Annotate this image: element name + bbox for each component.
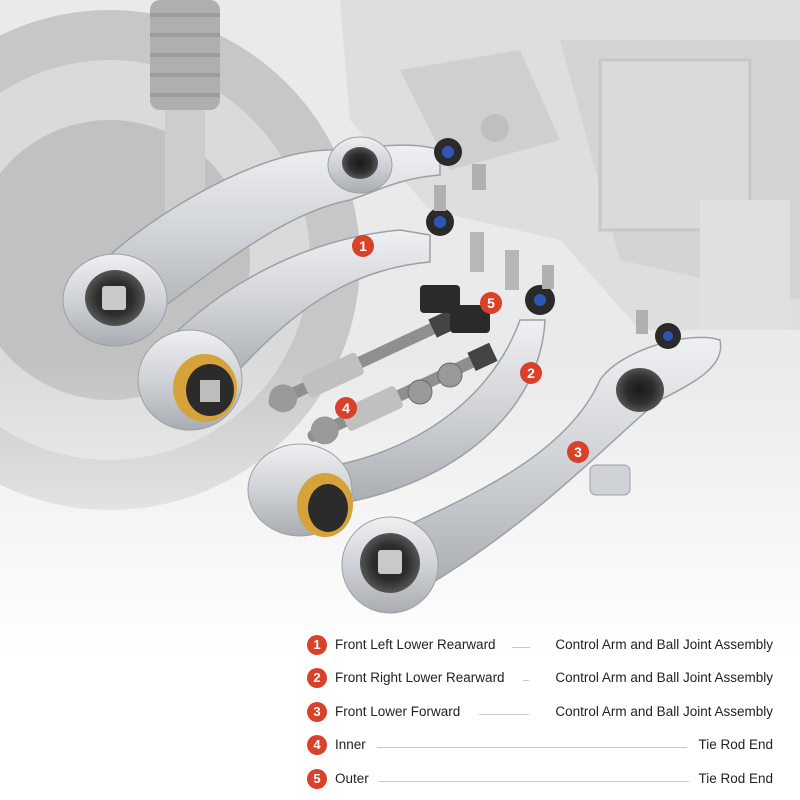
- legend-number-badge: 3: [307, 702, 327, 722]
- leader-line: [512, 647, 530, 648]
- control-arm-3: [341, 310, 722, 614]
- legend-part-label: Tie Rod End: [698, 737, 773, 752]
- control-arm-2: [247, 265, 555, 537]
- control-arm-1-lower: [137, 185, 454, 431]
- legend-number-badge: 1: [307, 635, 327, 655]
- parts-legend: 1 Front Left Lower Rearward Control Arm …: [0, 630, 800, 800]
- callout-badge-4: 4: [335, 397, 357, 419]
- control-arm-1: [62, 136, 486, 347]
- callout-badge-5: 5: [480, 292, 502, 314]
- callout-badge-3: 3: [567, 441, 589, 463]
- product-photo: [0, 0, 800, 660]
- callout-badge-2: 2: [520, 362, 542, 384]
- legend-row: 4 Inner Tie Rod End: [307, 735, 773, 759]
- legend-position-label: Front Left Lower Rearward: [335, 637, 496, 652]
- leader-line: [523, 680, 529, 681]
- legend-row: 1 Front Left Lower Rearward Control Arm …: [307, 635, 773, 659]
- callout-badge-1: 1: [352, 235, 374, 257]
- legend-part-label: Control Arm and Ball Joint Assembly: [555, 704, 773, 719]
- tie-rod-ends: [268, 232, 519, 445]
- legend-position-label: Outer: [335, 771, 369, 786]
- legend-number-badge: 5: [307, 769, 327, 789]
- leader-line: [479, 714, 529, 715]
- legend-part-label: Tie Rod End: [698, 771, 773, 786]
- legend-position-label: Front Lower Forward: [335, 704, 461, 719]
- legend-row: 5 Outer Tie Rod End: [307, 769, 773, 793]
- leader-line: [379, 781, 689, 782]
- legend-part-label: Control Arm and Ball Joint Assembly: [555, 637, 773, 652]
- legend-number-badge: 2: [307, 668, 327, 688]
- legend-position-label: Front Right Lower Rearward: [335, 670, 505, 685]
- legend-row: 3 Front Lower Forward Control Arm and Ba…: [307, 702, 773, 726]
- leader-line: [377, 747, 687, 748]
- legend-row: 2 Front Right Lower Rearward Control Arm…: [307, 668, 773, 692]
- legend-part-label: Control Arm and Ball Joint Assembly: [555, 670, 773, 685]
- legend-position-label: Inner: [335, 737, 366, 752]
- legend-number-badge: 4: [307, 735, 327, 755]
